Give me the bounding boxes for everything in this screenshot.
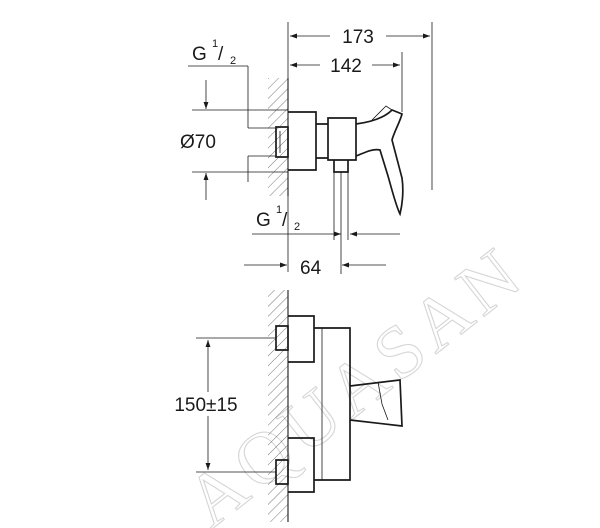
svg-text:/: /: [218, 44, 224, 65]
lever: [355, 109, 404, 217]
wall-connector-top: [275, 126, 289, 158]
svg-text:2: 2: [230, 55, 236, 67]
dim-142-label: 142: [330, 56, 362, 77]
eccentric-upper: [288, 315, 315, 363]
svg-text:2: 2: [294, 221, 300, 233]
thread-label-bottom: G 1 / 2: [256, 204, 300, 233]
svg-text:G: G: [256, 210, 271, 231]
front-view: 150±15: [158, 290, 403, 522]
flange: [288, 111, 317, 171]
dim-70-label: Ø70: [180, 132, 216, 153]
wall-connector-upper: [275, 325, 289, 351]
eccentric-lower: [288, 437, 315, 493]
svg-text:1: 1: [276, 204, 282, 216]
neck: [316, 123, 328, 159]
lever-front: [349, 379, 403, 427]
side-view: 173 142 G 1 / 2 Ø70 G 1 / 2: [180, 22, 433, 279]
wall-hatch-top: [268, 78, 288, 196]
mixer-body: [327, 117, 357, 161]
watermark: AQUASAN: [171, 230, 540, 528]
dim-150-label: 150±15: [174, 395, 237, 416]
wall-connector-lower: [275, 459, 289, 485]
dim-173-label: 173: [342, 27, 374, 48]
svg-text:G: G: [192, 44, 207, 65]
wall-hatch-bottom: [268, 290, 288, 522]
svg-text:/: /: [282, 210, 288, 231]
thread-label-top: G 1 / 2: [192, 38, 236, 67]
svg-text:1: 1: [212, 38, 218, 50]
dim-64-label: 64: [300, 258, 322, 279]
mixer-body-front: [314, 327, 351, 481]
outlet-stub: [333, 160, 349, 173]
